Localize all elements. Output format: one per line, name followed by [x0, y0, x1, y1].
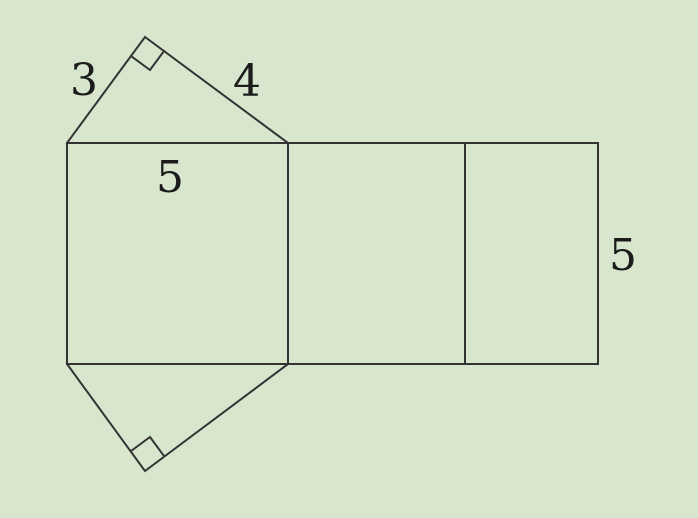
label-hypotenuse-5: 5 — [156, 152, 184, 203]
right-rect-face — [464, 142, 599, 365]
top-right-angle-marker — [129, 49, 166, 72]
label-height-5: 5 — [609, 230, 637, 281]
middle-rect-face — [287, 142, 466, 365]
bottom-triangle — [65, 362, 290, 473]
label-leg-4: 4 — [233, 56, 261, 107]
label-leg-3: 3 — [70, 55, 98, 106]
bottom-right-angle-marker — [129, 435, 166, 458]
square-face — [66, 142, 289, 365]
top-triangle — [65, 35, 290, 145]
